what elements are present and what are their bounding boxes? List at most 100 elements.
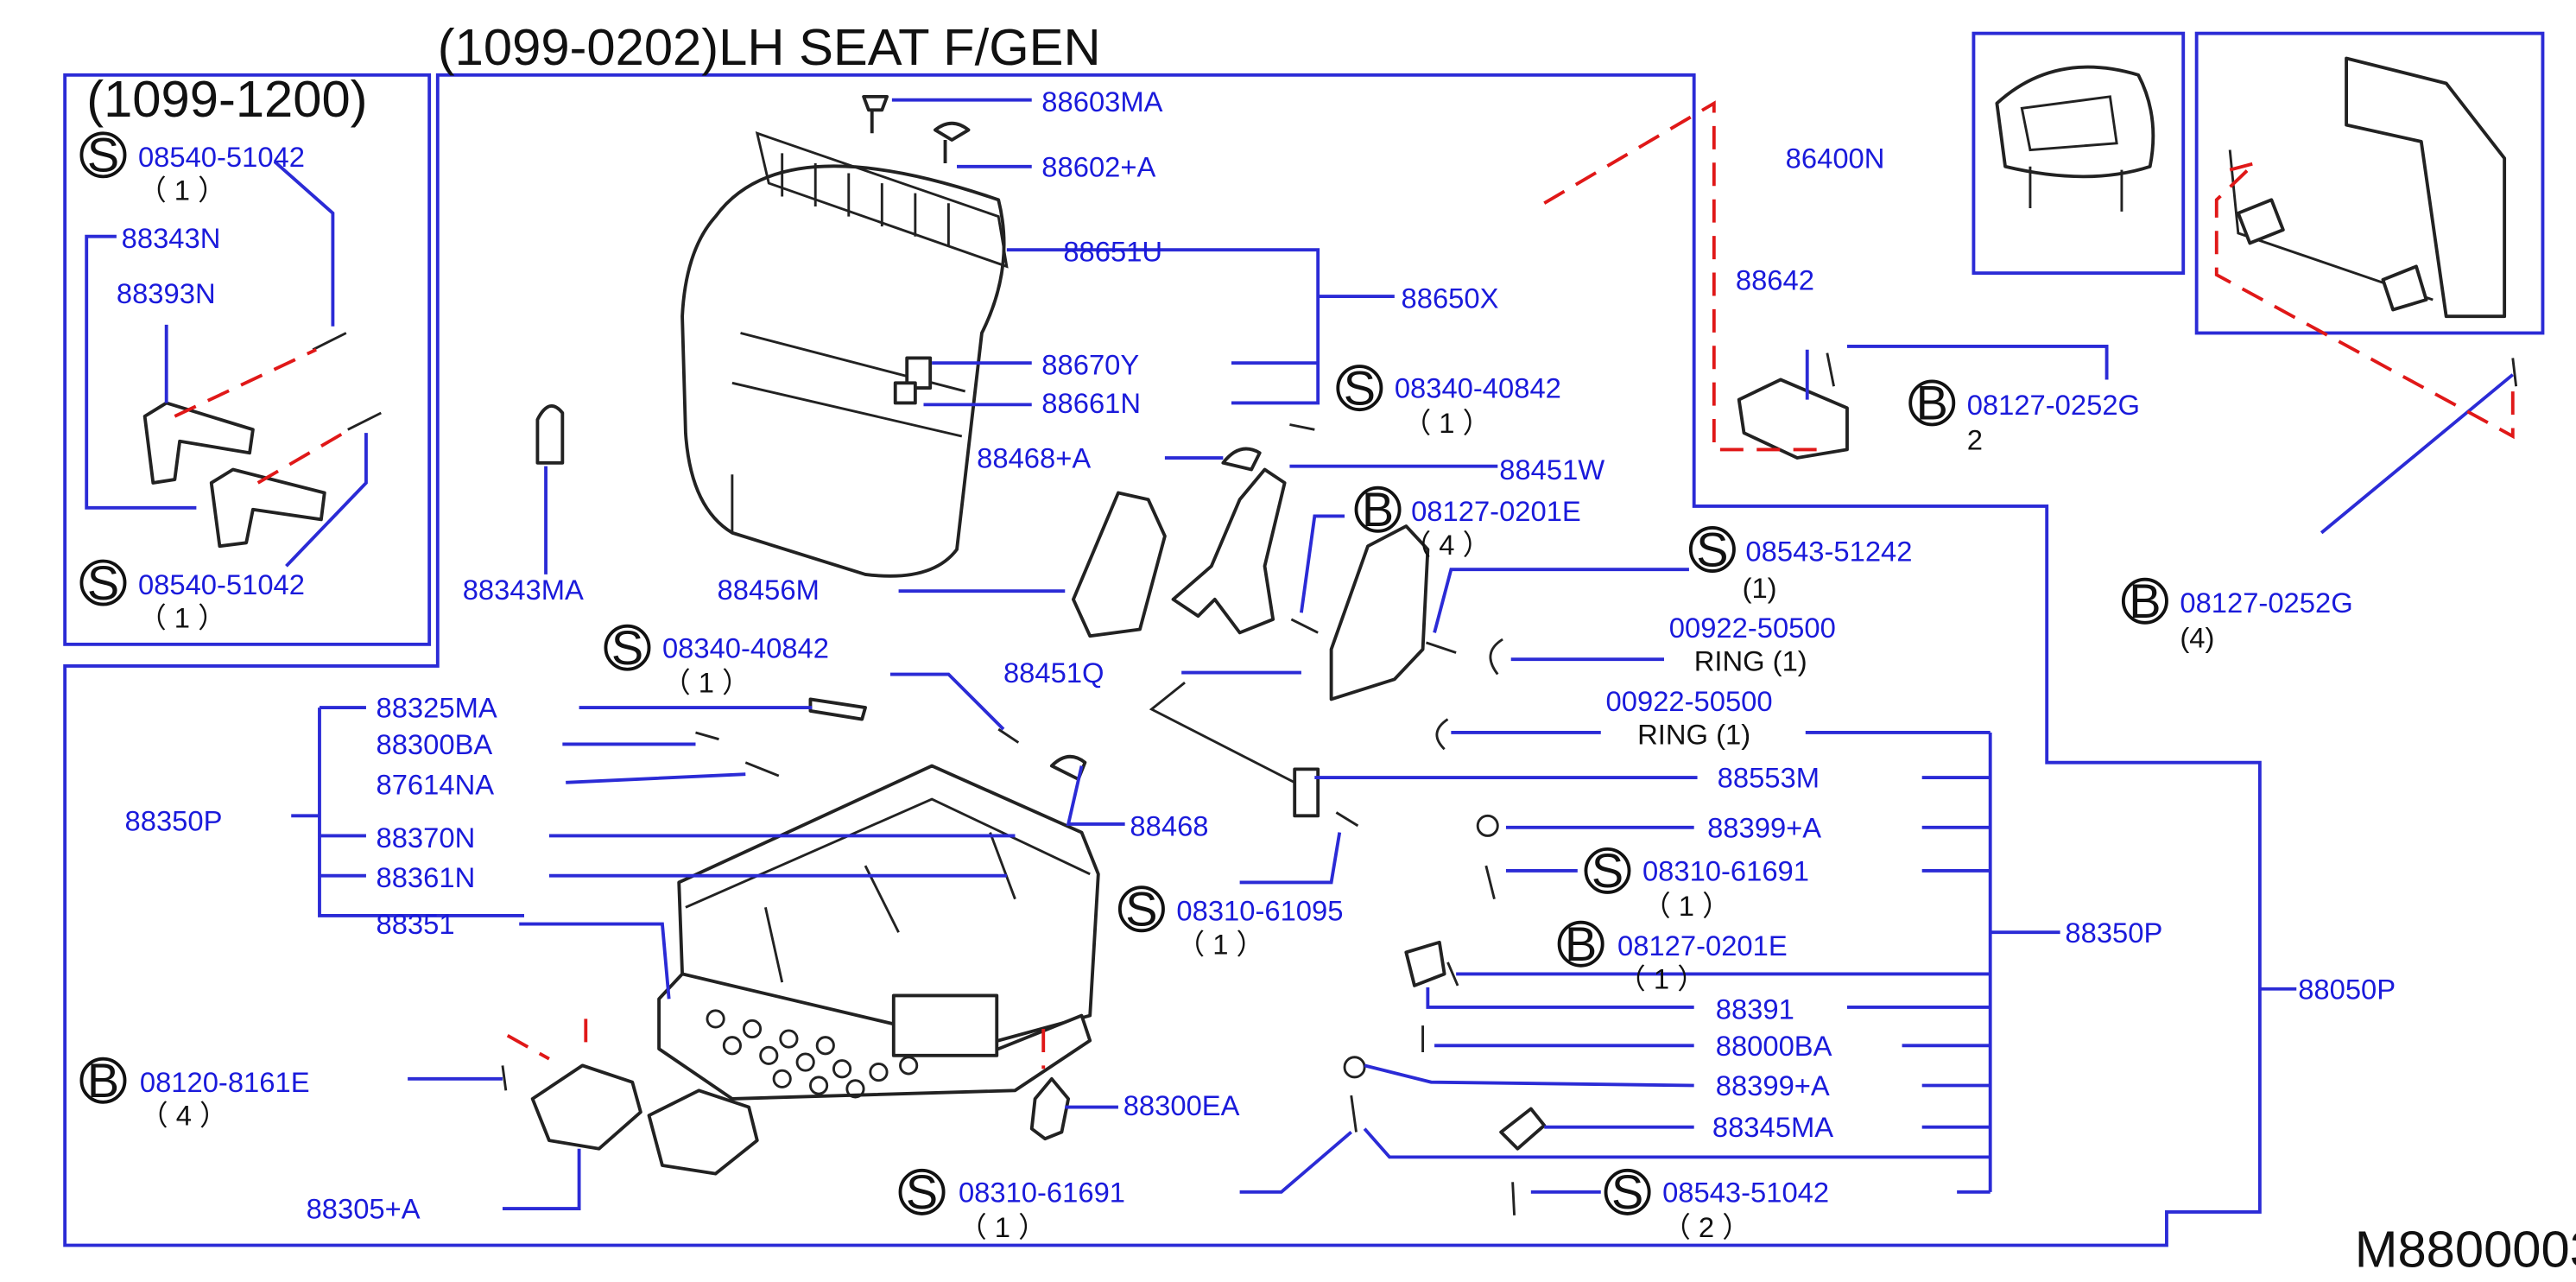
svg-text:S: S [1611,1165,1643,1219]
part-88642[interactable]: 88642 [1736,263,1814,295]
svg-text:B: B [87,1053,119,1107]
part-88399A-b[interactable]: 88399+A [1716,1069,1830,1101]
qty-08120: （ 4 ） [140,1100,228,1132]
part-88305A[interactable]: 88305+A [307,1193,421,1225]
leader-lines [85,98,2515,1211]
seat-cushion-drawing [657,764,1100,1101]
part-08310-61095[interactable]: 08310-61095 [1176,895,1343,927]
part-88468A[interactable]: 88468+A [977,442,1091,474]
part-88370N[interactable]: 88370N [377,822,476,854]
part-88451W[interactable]: 88451W [1499,454,1604,486]
part-88602A[interactable]: 88602+A [1041,150,1155,182]
part-88300EA[interactable]: 88300EA [1123,1089,1240,1121]
b-symbol-4: B [1908,376,1956,430]
svg-text:S: S [906,1165,938,1219]
qty-08310-b: （ 1 ） [1176,928,1264,960]
inset-part-08540-51042-b[interactable]: 08540-51042 [138,568,305,600]
b-symbol-2: B [1557,917,1604,971]
part-87614NA[interactable]: 87614NA [377,768,495,800]
part-labels: 88603MA 88602+A 88651U 88650X 88670Y 886… [117,86,2396,1243]
part-88399A-a[interactable]: 88399+A [1707,811,1821,843]
svg-text:B: B [1916,376,1948,430]
part-88661N[interactable]: 88661N [1041,387,1141,419]
b-symbol-1: B [1354,482,1402,536]
adjuster-frame [2194,31,2545,335]
part-88050P[interactable]: 88050P [2298,973,2396,1005]
b-symbol-3: B [79,1053,127,1107]
part-08543-51042[interactable]: 08543-51042 [1662,1176,1829,1208]
part-08127-0201E-a[interactable]: 08127-0201E [1411,495,1581,527]
qty-08340-a: （ 1 ） [1402,407,1491,439]
svg-text:B: B [2129,574,2161,628]
part-88456M[interactable]: 88456M [718,574,820,606]
symbols: S S S B S S S S B B S S B B [79,128,2168,1219]
part-88553M[interactable]: 88553M [1718,762,1820,794]
inset-part-88343N[interactable]: 88343N [122,222,221,254]
part-00922-50500-b[interactable]: 00922-50500 [1606,685,1773,717]
s-symbol-7: S [1117,882,1165,936]
hardware-drawings [142,56,2518,1215]
s-symbol-8: S [898,1165,946,1219]
part-88343MA[interactable]: 88343MA [463,574,584,606]
part-88468[interactable]: 88468 [1130,809,1208,841]
qty-08310-c: （ 1 ） [959,1211,1047,1243]
part-88451Q[interactable]: 88451Q [1003,657,1104,689]
qty-08543-a: (1) [1743,572,1777,604]
part-88650X[interactable]: 88650X [1402,282,1499,314]
part-08127-0252G-a[interactable]: 08127-0252G [1967,389,2140,421]
inset-part-08540-51042-a[interactable]: 08540-51042 [138,141,305,173]
part-88000BA[interactable]: 88000BA [1716,1030,1832,1062]
part-08120-8161E[interactable]: 08120-8161E [140,1066,310,1098]
drawing-number: M8800003 [2355,1221,2576,1279]
part-88361N[interactable]: 88361N [377,861,476,893]
frames [63,31,2545,1247]
svg-text:B: B [1362,482,1394,536]
qty-08127-b: （ 1 ） [1617,963,1706,995]
part-08310-61691-a[interactable]: 08310-61691 [1642,854,1809,886]
part-08340-40842-a[interactable]: 08340-40842 [1395,372,1561,404]
svg-text:S: S [1344,360,1376,415]
ring-label-2: RING (1) [1637,718,1750,750]
part-88350P-right[interactable]: 88350P [2065,917,2162,949]
ring-label-1: RING (1) [1694,645,1807,677]
svg-text:S: S [1125,882,1157,936]
part-88391[interactable]: 88391 [1716,993,1794,1025]
part-88300BA[interactable]: 88300BA [377,728,493,760]
inset-frame [63,73,432,646]
part-88651U[interactable]: 88651U [1063,236,1162,268]
part-08310-61691-b[interactable]: 08310-61691 [959,1176,1125,1208]
qty-08310-a: （ 1 ） [1642,890,1731,922]
part-88350P-left[interactable]: 88350P [125,805,223,837]
s-symbol-4: S [1688,522,1736,576]
s-symbol-5: S [604,620,651,675]
s-symbol-6: S [1584,843,1631,898]
svg-text:B: B [1565,917,1597,971]
part-88603MA[interactable]: 88603MA [1041,86,1162,117]
part-88351[interactable]: 88351 [377,908,455,940]
main-assembly-frame [63,73,2262,1247]
part-08340-40842-b[interactable]: 08340-40842 [662,631,829,663]
s-symbol-3: S [1336,360,1383,415]
inset-qty-b: （ 1 ） [138,602,226,634]
part-00922-50500-a[interactable]: 00922-50500 [1669,612,1836,644]
dashed-leaders [174,100,2515,1069]
inset-part-88393N[interactable]: 88393N [117,277,216,309]
part-88670Y[interactable]: 88670Y [1041,349,1139,381]
svg-text:S: S [87,128,119,182]
b-symbol-5: B [2121,574,2168,628]
part-08127-0201E-b[interactable]: 08127-0201E [1617,930,1788,962]
headrest-frame [1972,31,2186,276]
s-symbol-2: S [79,555,127,610]
part-86400N[interactable]: 86400N [1786,143,1885,175]
s-symbol-9: S [1604,1165,1651,1219]
inset-title: (1099-1200) [86,70,367,128]
part-88325MA[interactable]: 88325MA [377,692,497,724]
part-08127-0252G-b[interactable]: 08127-0252G [2180,587,2352,619]
svg-text:S: S [1696,522,1728,576]
qty-08543-b: （ 2 ） [1662,1211,1750,1243]
part-88345MA[interactable]: 88345MA [1712,1111,1833,1143]
qty-08127-d: (4) [2180,622,2214,654]
part-08543-51242[interactable]: 08543-51242 [1745,536,1912,568]
seat-back-drawing [680,131,1009,578]
svg-text:S: S [1592,843,1623,898]
